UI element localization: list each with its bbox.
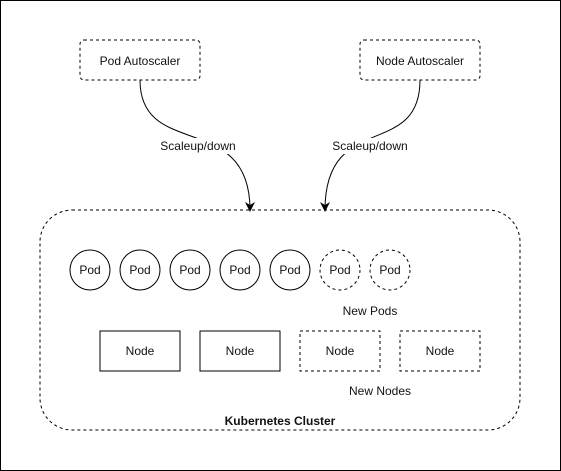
left-arrow-label-bg	[158, 138, 238, 154]
left-arrow-label: Scaleup/down	[160, 139, 235, 153]
pod-4-label: Pod	[229, 263, 250, 277]
new-node-2-label: Node	[426, 344, 455, 358]
left-scale-arrow	[139, 79, 255, 212]
right-scale-arrow	[320, 79, 421, 212]
node-2-label: Node	[226, 344, 255, 358]
right-arrow-label: Scaleup/down	[332, 139, 407, 153]
new-pod-2-label: Pod	[379, 263, 400, 277]
right-arrow-label-bg	[330, 138, 410, 154]
pod-5-label: Pod	[279, 263, 300, 277]
node-autoscaler-label: Node Autoscaler	[376, 54, 464, 68]
new-pod-1-circle	[319, 249, 361, 291]
new-pod-1[interactable]: Pod	[319, 249, 361, 291]
pod-5[interactable]: Pod	[269, 249, 311, 291]
kubernetes-cluster[interactable]: Pod Pod Pod Pod Pod Pod Pod New Pods	[39, 209, 521, 431]
new-node-1-label: Node	[326, 344, 355, 358]
new-pod-1-label: Pod	[329, 263, 350, 277]
new-nodes-label: New Nodes	[349, 384, 411, 398]
pod-3[interactable]: Pod	[169, 249, 211, 291]
node-1-label: Node	[126, 344, 155, 358]
pod-autoscaler-label: Pod Autoscaler	[100, 54, 181, 68]
pod-2-circle	[119, 249, 161, 291]
new-pods-label: New Pods	[343, 304, 398, 318]
node-2-box	[199, 330, 281, 372]
node-2[interactable]: Node	[199, 330, 281, 372]
pod-3-circle	[169, 249, 211, 291]
node-1[interactable]: Node	[99, 330, 181, 372]
new-pod-2-circle	[369, 249, 411, 291]
node-1-box	[99, 330, 181, 372]
pod-2[interactable]: Pod	[119, 249, 161, 291]
pod-1-label: Pod	[79, 263, 100, 277]
pod-4[interactable]: Pod	[219, 249, 261, 291]
node-autoscaler[interactable]: Node Autoscaler	[359, 39, 481, 81]
pod-4-circle	[219, 249, 261, 291]
new-node-2-box	[399, 330, 481, 372]
pod-3-label: Pod	[179, 263, 200, 277]
pod-1[interactable]: Pod	[69, 249, 111, 291]
new-node-2[interactable]: Node	[399, 330, 481, 372]
cluster-title: Kubernetes Cluster	[225, 414, 336, 428]
new-pod-2[interactable]: Pod	[369, 249, 411, 291]
pod-2-label: Pod	[129, 263, 150, 277]
new-node-1-box	[299, 330, 381, 372]
pod-autoscaler[interactable]: Pod Autoscaler	[79, 39, 201, 81]
pod-1-circle	[69, 249, 111, 291]
pod-5-circle	[269, 249, 311, 291]
new-node-1[interactable]: Node	[299, 330, 381, 372]
